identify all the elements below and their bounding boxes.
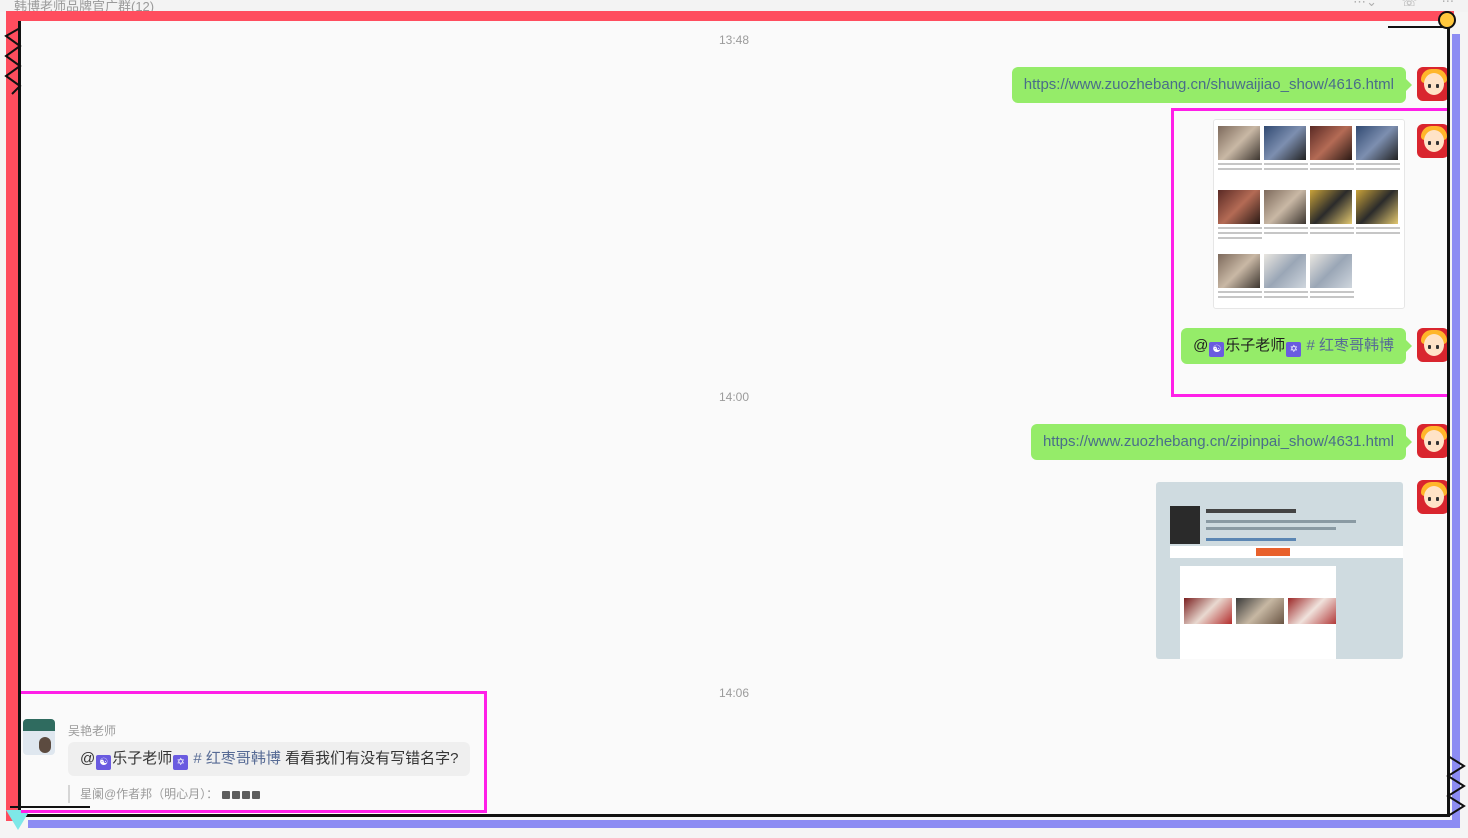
avatar[interactable] bbox=[1417, 124, 1447, 158]
image-message[interactable] bbox=[1213, 119, 1405, 309]
timestamp: 14:06 bbox=[718, 686, 750, 700]
corner-dot-decoration bbox=[1438, 11, 1456, 29]
zigzag-left-decoration bbox=[4, 28, 22, 95]
quoted-message[interactable]: 星阑@作者邦（明心月）： bbox=[68, 785, 262, 803]
message-link[interactable]: https://www.zuozhebang.cn/shuwaijiao_sho… bbox=[1023, 76, 1394, 93]
highlight-box bbox=[21, 691, 487, 813]
quoted-images-icon bbox=[221, 787, 262, 801]
mention-name[interactable]: 乐子老师 bbox=[112, 750, 173, 767]
message-bubble-self[interactable]: https://www.zuozhebang.cn/shuwaijiao_sho… bbox=[1011, 67, 1413, 103]
corner-line-decoration bbox=[1388, 26, 1448, 28]
profile-photo bbox=[1170, 506, 1200, 544]
message-link[interactable]: https://www.zuozhebang.cn/zipinpai_show/… bbox=[1042, 433, 1394, 450]
message-bubble-other[interactable]: @☯乐子老师✡ # 红枣哥韩博 看看我们有没有写错名字? bbox=[68, 742, 471, 776]
hashtag-link[interactable]: # 红枣哥韩博 bbox=[1306, 337, 1394, 354]
star-emoji-icon: ✡ bbox=[173, 755, 189, 770]
zigzag-right-decoration bbox=[1446, 756, 1466, 817]
message-text: 看看我们有没有写错名字? bbox=[285, 750, 459, 767]
window-titlebar: 韩博老师品牌官广群(12) ⋯⌄ ☏ ··· bbox=[0, 0, 1468, 12]
star-emoji-icon: ✡ bbox=[1286, 342, 1302, 357]
timestamp: 13:48 bbox=[718, 33, 750, 47]
ellipsis-icon[interactable]: ··· bbox=[1441, 0, 1454, 10]
chat-messages[interactable]: 13:48 https://www.zuozhebang.cn/shuwaiji… bbox=[21, 21, 1447, 814]
message-bubble-self[interactable]: @☯乐子老师✡ # 红枣哥韩博 bbox=[1181, 328, 1412, 364]
phone-icon[interactable]: ☏ bbox=[1401, 0, 1418, 10]
highlight-box bbox=[1171, 108, 1447, 397]
mention-at: @ bbox=[1193, 337, 1209, 354]
corner-line-decoration bbox=[10, 806, 90, 808]
avatar-other-user[interactable] bbox=[23, 719, 55, 755]
hashtag-link[interactable]: # 红枣哥韩博 bbox=[193, 750, 281, 767]
chat-title: 韩博老师品牌官广群(12) bbox=[14, 0, 155, 12]
more-icon[interactable]: ⋯⌄ bbox=[1353, 0, 1378, 10]
frame-shadow bbox=[28, 34, 1460, 828]
avatar[interactable] bbox=[1417, 67, 1447, 101]
message-bubble-self[interactable]: https://www.zuozhebang.cn/zipinpai_show/… bbox=[1030, 424, 1413, 460]
timestamp: 14:00 bbox=[718, 390, 750, 404]
avatar[interactable] bbox=[1417, 328, 1447, 362]
frame-border bbox=[6, 11, 1454, 821]
avatar[interactable] bbox=[1417, 480, 1447, 514]
emoji-icon: ☯ bbox=[96, 755, 112, 770]
webpage-screenshot-message[interactable] bbox=[1156, 482, 1403, 659]
quote-sender: 星阑@作者邦（明心月）： bbox=[80, 787, 219, 801]
mention-at: @ bbox=[80, 750, 96, 767]
mention-name[interactable]: 乐子老师 bbox=[1225, 337, 1286, 354]
sender-name: 吴艳老师 bbox=[68, 724, 117, 738]
avatar[interactable] bbox=[1417, 424, 1447, 458]
titlebar-icons: ⋯⌄ ☏ ··· bbox=[1333, 0, 1454, 10]
corner-triangle-decoration bbox=[6, 810, 30, 830]
chat-panel bbox=[18, 21, 1450, 817]
emoji-icon: ☯ bbox=[1209, 342, 1225, 357]
